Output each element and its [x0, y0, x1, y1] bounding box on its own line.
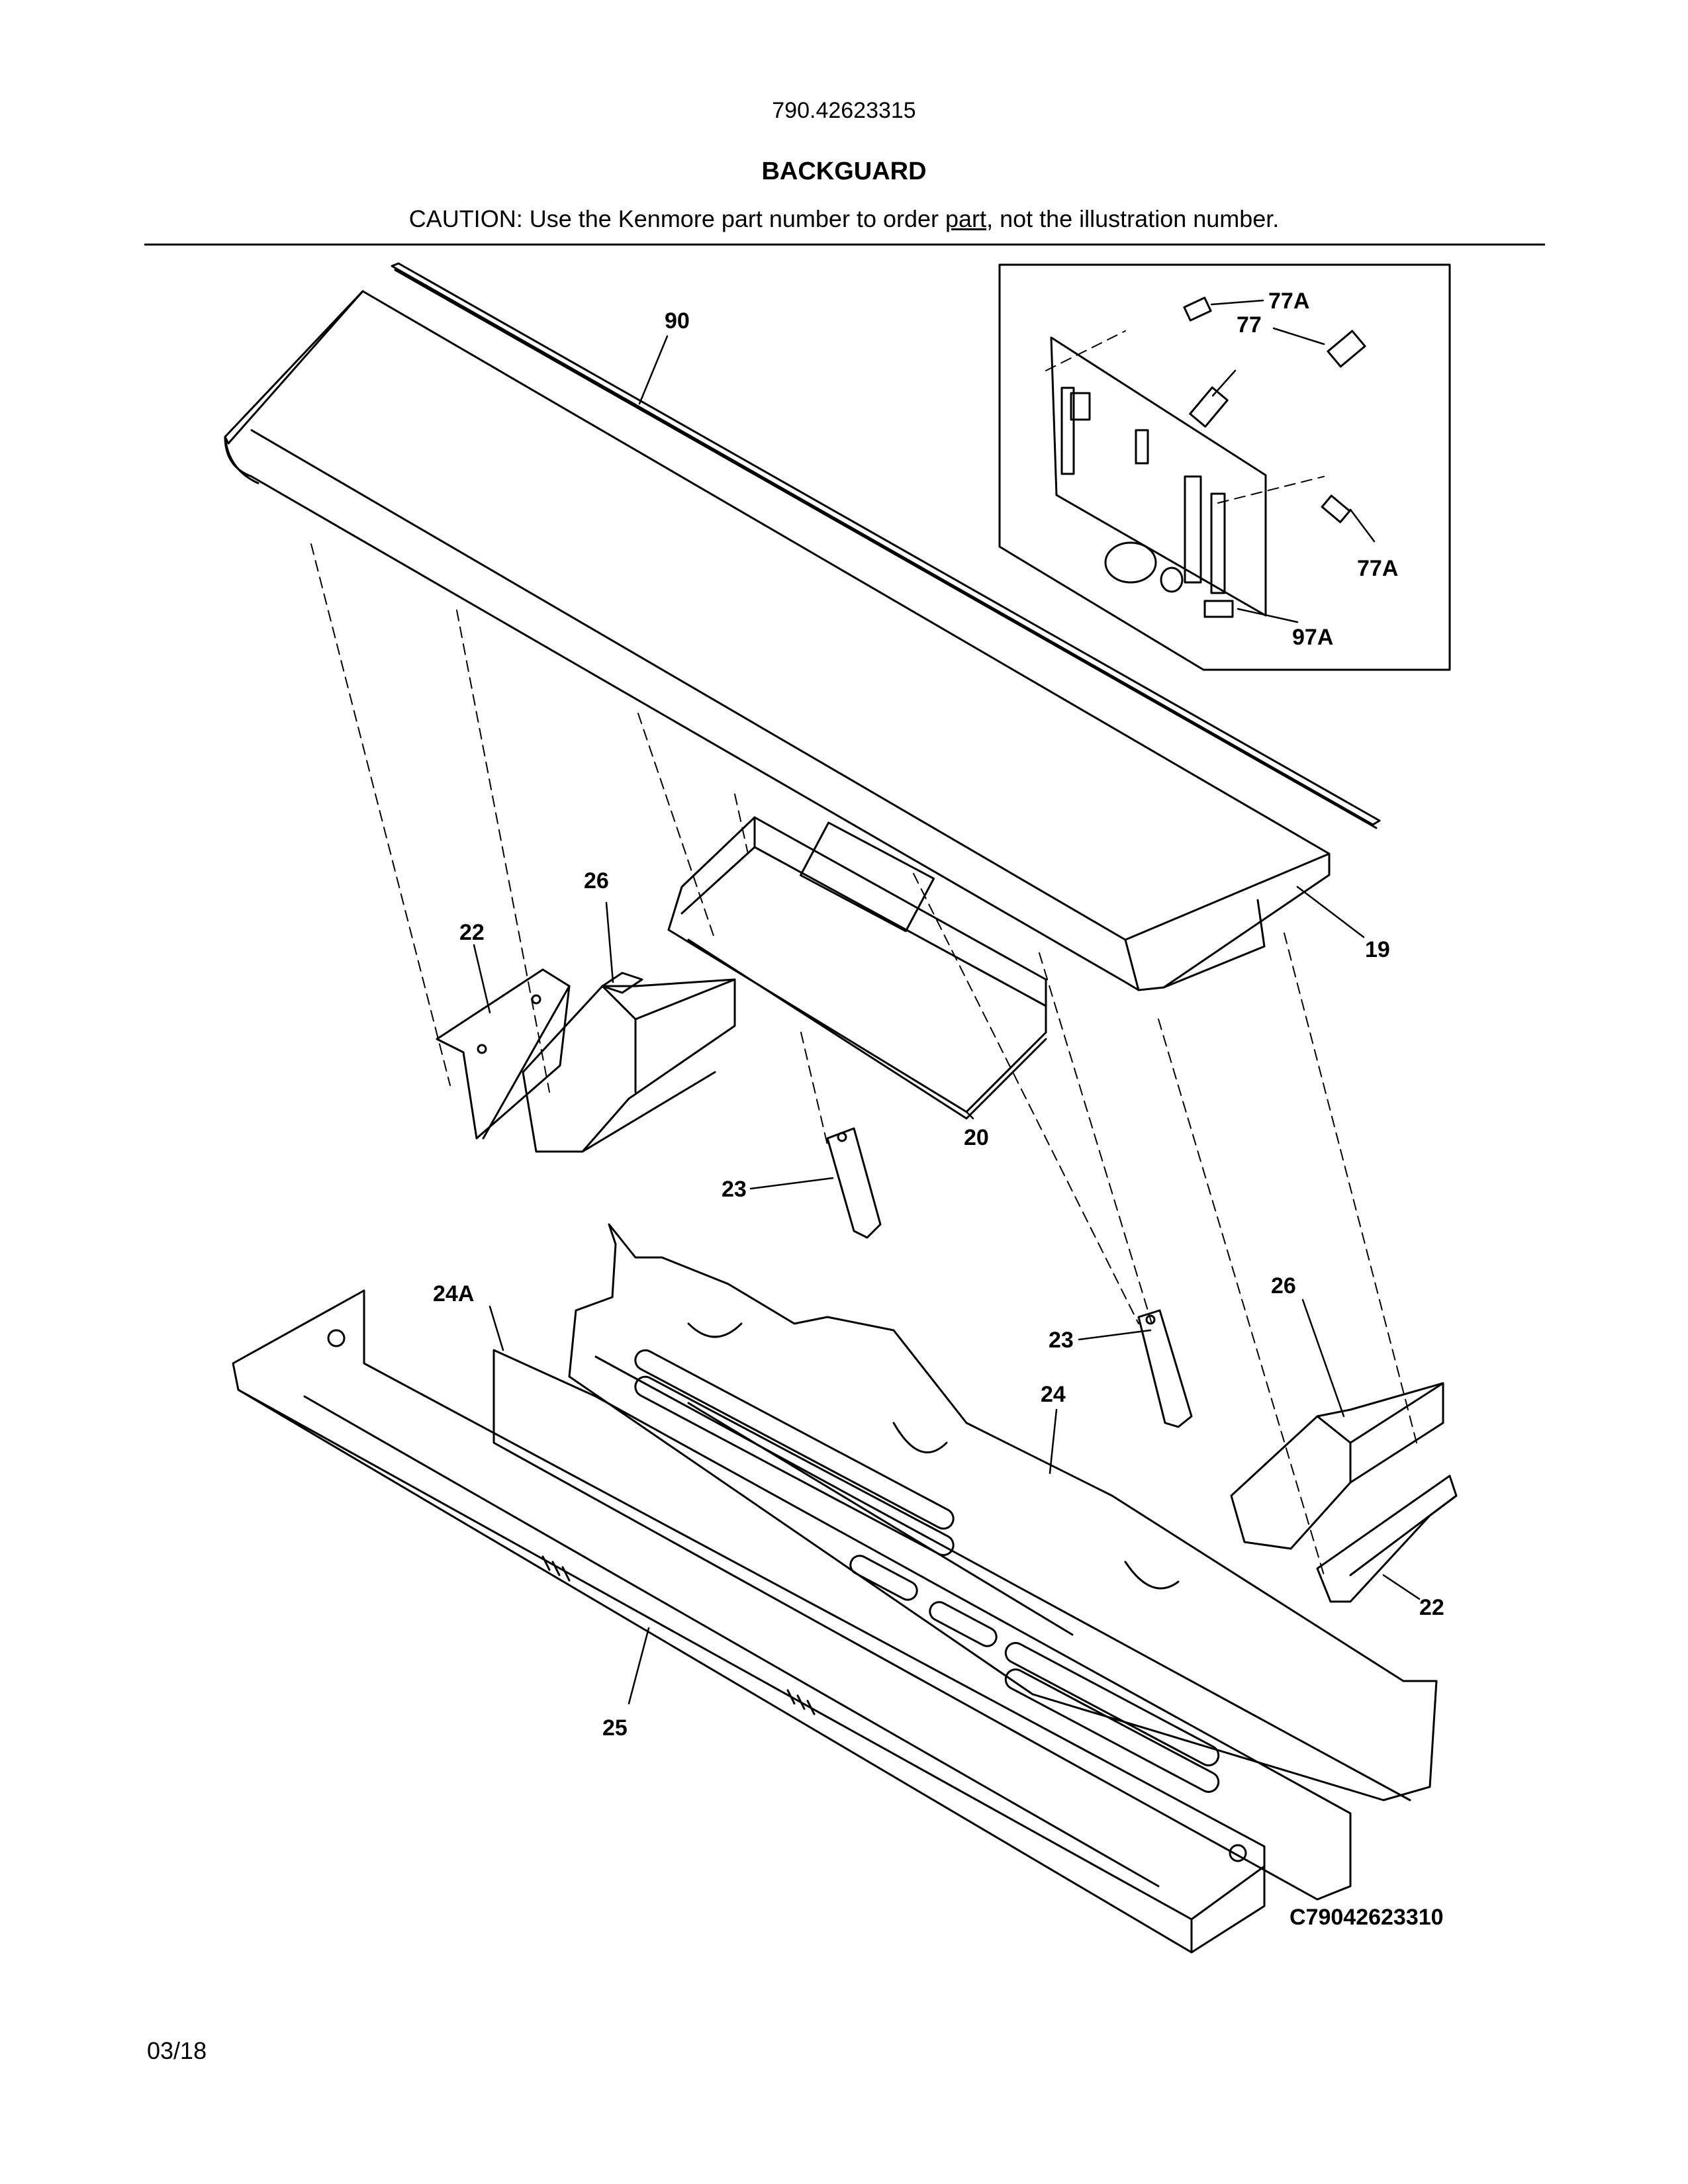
part-22-left-bracket — [436, 968, 571, 1140]
part-22-right-bracket — [1316, 1475, 1458, 1603]
callout-77A-bottom: 77A — [1357, 556, 1398, 581]
callout-23-left: 23 — [722, 1177, 747, 1202]
assembly-dashed-lines — [310, 330, 1417, 1576]
part-23-right-clip — [1137, 1309, 1193, 1428]
caution-underlined-word: part — [945, 205, 987, 232]
callout-24: 24 — [1041, 1382, 1066, 1407]
caution-note: CAUTION: Use the Kenmore part number to … — [0, 205, 1688, 233]
callout-25: 25 — [602, 1715, 628, 1741]
part-19-backguard-panel — [224, 290, 1331, 991]
callout-22-left: 22 — [459, 920, 485, 945]
caution-prefix: CAUTION: Use the Kenmore part number to … — [408, 205, 946, 232]
part-90-trim-strip — [391, 262, 1381, 829]
model-number: 790.42623315 — [772, 98, 916, 123]
part-26-right-bracket — [1230, 1382, 1444, 1550]
part-24A-slotted-plate — [492, 1349, 1352, 1901]
footer-date: 03/18 — [147, 2037, 207, 2064]
callout-26-left: 26 — [584, 868, 609, 893]
part-20-control-module — [667, 816, 1047, 1120]
part-26-left-bracket — [522, 972, 736, 1153]
callout-77: 77 — [1237, 312, 1262, 338]
part-24-mounting-bracket — [568, 1223, 1438, 1801]
page-title: BACKGUARD — [761, 158, 927, 185]
callout-20: 20 — [964, 1125, 989, 1150]
callout-23-right: 23 — [1049, 1328, 1074, 1353]
part-23-left-clip — [826, 1127, 882, 1239]
part-25-lower-trim — [232, 1289, 1266, 1954]
callout-22-right: 22 — [1419, 1595, 1444, 1620]
callout-24A: 24A — [433, 1281, 474, 1306]
callout-90: 90 — [665, 308, 690, 334]
callout-26-right: 26 — [1271, 1273, 1296, 1298]
diagram-code: C79042623310 — [1289, 1905, 1444, 1930]
callout-labels: 90 77A 77 77A 97A 26 22 19 20 23 24A 23 … — [433, 289, 1444, 1741]
callout-77A-top: 77A — [1268, 289, 1309, 314]
caution-suffix: , not the illustration number. — [986, 205, 1280, 232]
callout-19: 19 — [1365, 937, 1390, 962]
inset-control-board — [998, 263, 1451, 671]
header-divider — [144, 244, 1545, 246]
callout-leader-lines — [473, 299, 1421, 1705]
callout-97A: 97A — [1292, 625, 1333, 650]
